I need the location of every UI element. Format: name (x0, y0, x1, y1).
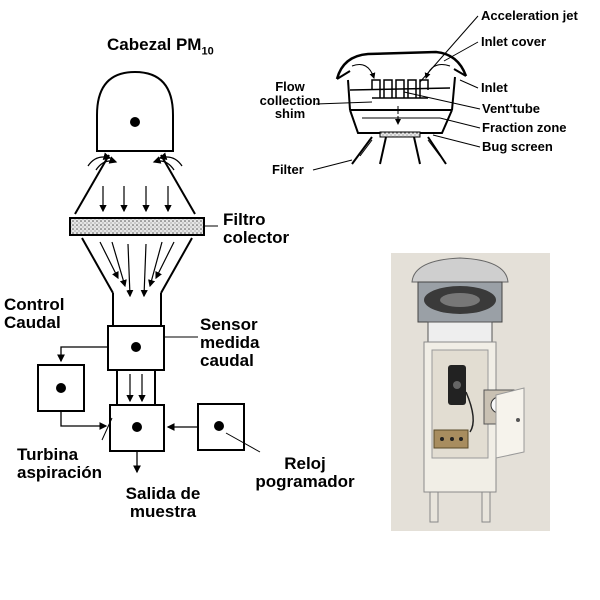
sample-output-label: Salida de muestra (118, 485, 208, 521)
connecting-duct (116, 370, 156, 405)
turbine-label: Turbina aspiración (17, 446, 102, 482)
flow-sensor-label: Sensor medida caudal (200, 316, 260, 370)
timer-label: Reloj pogramador (255, 455, 355, 491)
downflow-arrows-lower (99, 241, 175, 298)
flow-collection-shim-label: Flow collection shim (258, 80, 322, 121)
bug-screen-label: Bug screen (482, 139, 553, 154)
flow-sensor-label-line-2: medida (200, 332, 260, 352)
flow-sensor-box (107, 325, 165, 371)
sampler-photo (391, 253, 550, 531)
leader-lines (101, 225, 261, 453)
sample-output-label-line-2: muestra (129, 501, 197, 521)
head-title: Cabezal PM10 (107, 35, 214, 58)
sampler-head (96, 70, 174, 152)
turbine-box (109, 404, 165, 452)
shim-label-line-3: shim (274, 106, 306, 122)
sample-output-label-line-1: Salida de (125, 484, 201, 503)
flow-control-label-line-2: Caudal (4, 312, 61, 332)
downflow-arrows-upper (99, 186, 172, 213)
filter-collector (69, 217, 205, 236)
upper-funnel (74, 154, 196, 215)
lower-funnel (81, 237, 193, 326)
flow-sensor-label-line-1: Sensor (200, 315, 258, 334)
turbine-label-line-1: Turbina (17, 445, 79, 464)
flow-sensor-label-line-3: caudal (200, 350, 254, 370)
signal-arrows (57, 346, 198, 474)
timer-box (197, 403, 245, 451)
inlet-leader-lines (312, 15, 481, 171)
shim-label-line-1: Flow (275, 79, 305, 94)
filter-collector-label: Filtro colector (223, 211, 289, 247)
timer-label-line-2: pogramador (255, 471, 355, 491)
filter-label-line-1: Filtro (223, 210, 266, 229)
inlet-cover-label: Inlet cover (481, 34, 547, 49)
flow-control-label: Control Caudal (4, 296, 64, 332)
vent-tube-label: Vent'tube (482, 101, 540, 116)
flow-control-box (37, 364, 85, 412)
acceleration-jet-label: Acceleration jet (481, 8, 578, 23)
flow-control-label-line-1: Control (4, 295, 65, 314)
inlet-label: Inlet (481, 80, 508, 95)
timer-label-line-1: Reloj (284, 454, 326, 473)
shim-label-line-2: collection (259, 92, 321, 108)
filter-label-line-2: colector (223, 227, 290, 247)
inlet-cross-section (335, 50, 468, 165)
turbine-label-line-2: aspiración (17, 462, 103, 482)
filter-label: Filter (272, 162, 304, 177)
head-title-subscript: 10 (201, 45, 214, 58)
fraction-zone-label: Fraction zone (482, 120, 567, 135)
